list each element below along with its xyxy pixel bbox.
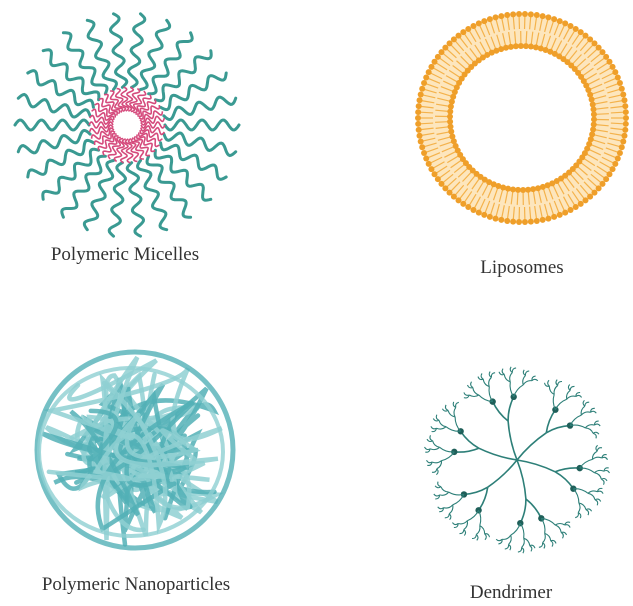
polymeric-nanoparticle-icon — [0, 340, 260, 570]
dendrimer-panel — [400, 340, 633, 570]
dendrimer-label: Dendrimer — [470, 582, 552, 604]
liposomes-panel — [400, 0, 633, 280]
polymeric-nanoparticles-label: Polymeric Nanoparticles — [42, 574, 230, 596]
liposomes-label: Liposomes — [480, 257, 563, 279]
polymeric-micelle-icon — [0, 0, 260, 240]
polymeric-micelles-panel — [0, 0, 260, 280]
polymeric-nanoparticles-panel — [0, 340, 260, 570]
liposome-icon — [400, 0, 633, 240]
dendrimer-icon — [400, 340, 633, 570]
polymeric-micelles-label: Polymeric Micelles — [51, 244, 199, 266]
